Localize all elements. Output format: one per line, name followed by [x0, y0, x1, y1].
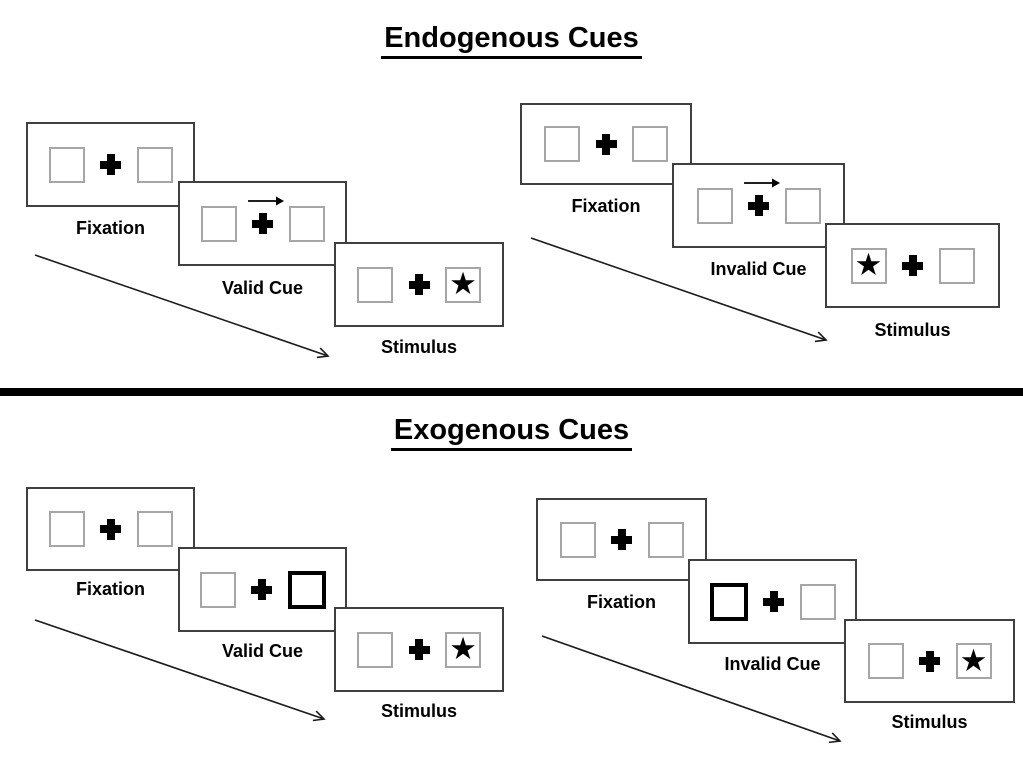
cue-label: Valid Cue — [221, 641, 304, 661]
fixation-cross-icon — [100, 518, 121, 540]
fixation-panel — [26, 122, 195, 207]
fixation-label: Fixation — [75, 218, 145, 238]
center-column — [407, 609, 431, 690]
valid-cue-panel — [178, 181, 347, 266]
stimulus-label: Stimulus — [380, 701, 457, 721]
left-placeholder-box — [696, 187, 733, 224]
stimulus-panel: ★ — [334, 607, 504, 692]
left-placeholder-box — [199, 571, 236, 608]
fixation-cross-icon — [408, 274, 430, 295]
left-placeholder-box — [200, 205, 237, 242]
section-divider — [0, 388, 1023, 396]
left-placeholder-box — [48, 511, 85, 547]
fixation-panel — [536, 498, 707, 581]
right-placeholder-box — [799, 583, 836, 620]
fixation-cross-icon — [919, 650, 940, 672]
left-placeholder-box — [544, 126, 580, 162]
stimulus-label: Stimulus — [891, 712, 968, 732]
fixation-cross-icon — [595, 133, 617, 155]
left-target-box: ★ — [850, 247, 887, 284]
valid-cue-panel — [178, 547, 347, 632]
fixation-cross-icon — [252, 213, 273, 234]
fixation-cross-icon — [251, 579, 272, 600]
section-title-endogenous-text: Endogenous Cues — [381, 22, 642, 59]
center-column — [743, 165, 780, 246]
right-placeholder-box — [938, 247, 975, 284]
center-column — [250, 549, 274, 630]
left-cue-highlight-box — [709, 582, 748, 621]
fixation-panel — [26, 487, 195, 571]
cue-label: Valid Cue — [221, 278, 304, 298]
right-target-box: ★ — [955, 642, 992, 679]
section-title-exogenous: Exogenous Cues — [0, 414, 1023, 451]
fixation-cross-icon — [408, 639, 430, 660]
center-column — [610, 500, 634, 579]
right-placeholder-box — [136, 511, 173, 547]
star-icon: ★ — [449, 631, 477, 666]
stimulus-label: Stimulus — [874, 320, 951, 340]
left-placeholder-box — [357, 631, 393, 668]
left-placeholder-box — [867, 643, 904, 679]
left-placeholder-box — [559, 521, 596, 558]
timeline-arrow-exogenous-valid — [34, 619, 326, 722]
fixation-cross-icon — [902, 255, 923, 276]
section-title-exogenous-text: Exogenous Cues — [390, 414, 633, 451]
right-target-box: ★ — [445, 631, 481, 668]
right-target-box: ★ — [445, 266, 481, 303]
timeline-arrow-endogenous-invalid — [530, 237, 828, 343]
invalid-cue-panel — [672, 163, 845, 248]
center-column — [762, 561, 786, 642]
invalid-cue-panel — [688, 559, 857, 644]
star-icon: ★ — [449, 266, 477, 301]
section-title-endogenous: Endogenous Cues — [0, 22, 1023, 59]
fixation-cross-icon — [100, 154, 121, 175]
right-placeholder-box — [632, 126, 668, 162]
center-column — [247, 183, 284, 264]
star-icon: ★ — [959, 642, 988, 678]
center-column — [99, 489, 123, 569]
left-placeholder-box — [48, 146, 85, 183]
fixation-cross-icon — [748, 195, 769, 216]
cue-label: Invalid Cue — [724, 654, 821, 674]
right-placeholder-box — [647, 521, 684, 558]
fixation-cross-icon — [611, 529, 632, 550]
right-placeholder-box — [288, 205, 325, 242]
stimulus-panel: ★ — [334, 242, 504, 327]
stimulus-panel: ★ — [844, 619, 1015, 703]
center-column — [918, 621, 942, 701]
right-placeholder-box — [136, 146, 173, 183]
timeline-arrow-exogenous-invalid — [541, 635, 842, 744]
timeline-arrow-endogenous-valid — [34, 254, 330, 359]
cue-arrow-icon — [743, 178, 780, 188]
fixation-panel — [520, 103, 692, 185]
stimulus-panel: ★ — [825, 223, 1000, 308]
fixation-label: Fixation — [586, 592, 656, 612]
stimulus-label: Stimulus — [380, 337, 457, 357]
right-cue-highlight-box — [287, 570, 326, 609]
fixation-label: Fixation — [75, 579, 145, 599]
fixation-cross-icon — [763, 591, 784, 612]
cue-arrow-icon — [247, 196, 284, 206]
cue-label: Invalid Cue — [710, 259, 807, 279]
star-icon: ★ — [854, 247, 883, 282]
center-column — [594, 105, 618, 183]
right-placeholder-box — [784, 187, 821, 224]
center-column — [901, 225, 925, 306]
left-placeholder-box — [357, 266, 393, 303]
center-column — [407, 244, 431, 325]
center-column — [99, 124, 123, 205]
fixation-label: Fixation — [571, 196, 641, 216]
